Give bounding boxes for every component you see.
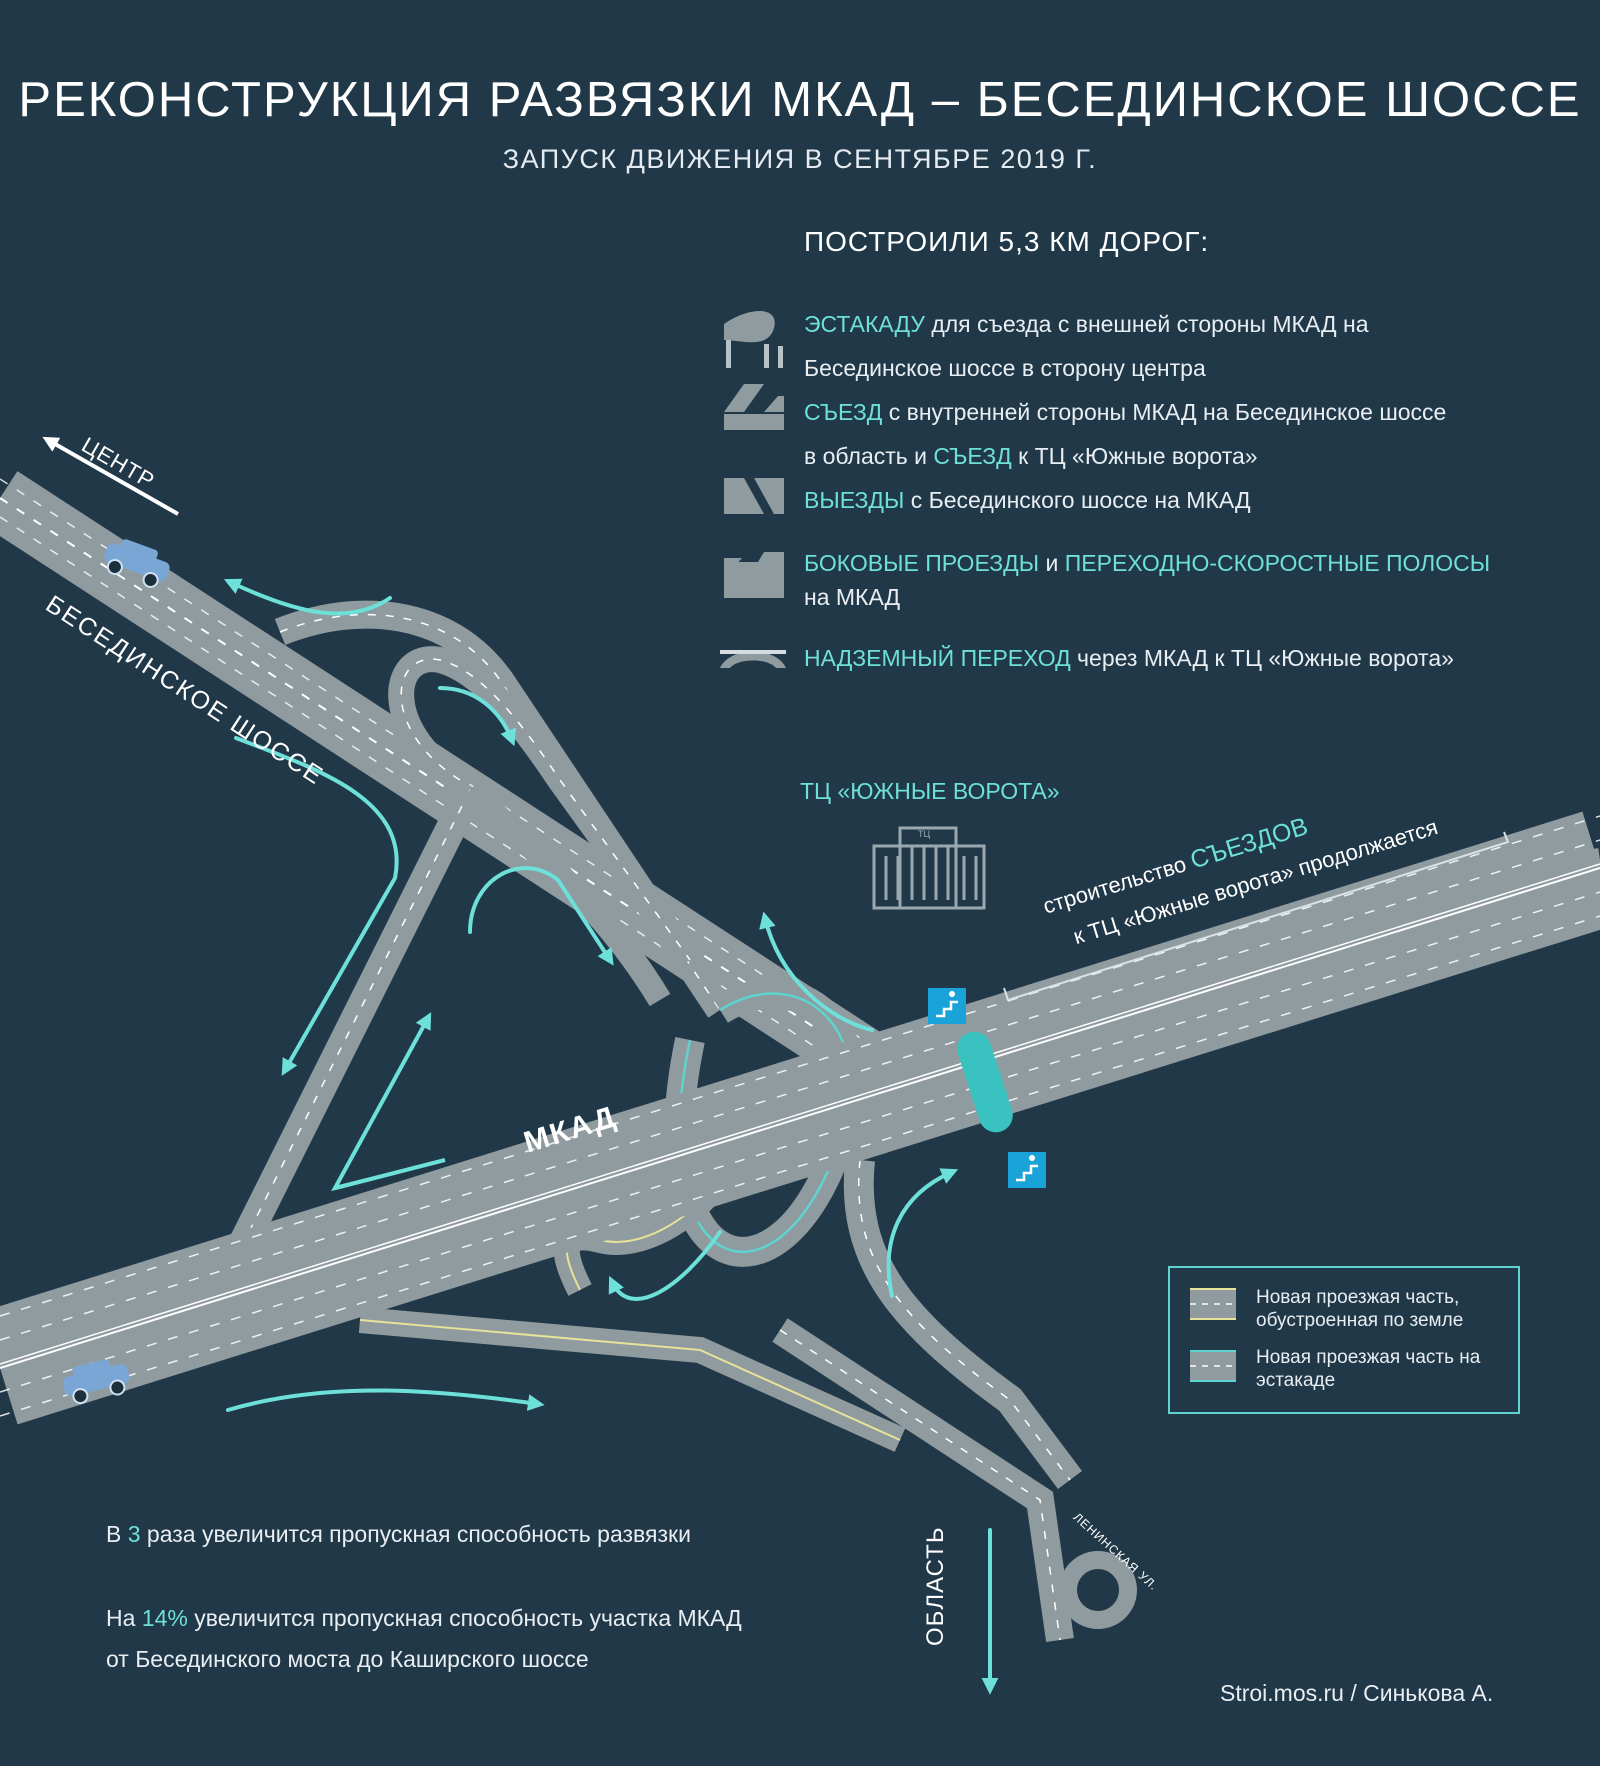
map-key — [1168, 1266, 1520, 1414]
key-overpass-label: Новая проезжая часть на эстакаде — [1256, 1347, 1481, 1391]
side-road-icon — [724, 552, 784, 598]
exit-ramp-icon — [724, 384, 784, 430]
mkad-road — [0, 811, 1600, 1425]
credit-text: Stroi.mos.ru / Синькова А. — [1220, 1680, 1494, 1706]
key-ground-swatch — [1190, 1288, 1236, 1320]
pedestrian-bridge-icon — [720, 650, 786, 668]
center-direction-arrow — [42, 436, 179, 516]
pedestrian-sign-bottom — [1008, 1152, 1046, 1188]
pedestrian-bridge — [957, 1031, 1013, 1133]
entry-ramp-icon — [724, 478, 784, 514]
legend-item-overpass: ЭСТАКАДУ для съезда с внешней стороны МК… — [804, 311, 1369, 381]
legend-item-pedestrian: НАДЗЕМНЫЙ ПЕРЕХОД через МКАД к ТЦ «Южные… — [804, 645, 1454, 671]
stat-capacity-mkad: На 14% увеличится пропускная способность… — [106, 1605, 742, 1672]
car-icon-top — [104, 539, 170, 588]
mall-sign: ТЦ — [918, 829, 931, 839]
construction-bracket — [1003, 831, 1510, 1002]
page-title: РЕКОНСТРУКЦИЯ РАЗВЯЗКИ МКАД – БЕСЕДИНСКО… — [18, 73, 1582, 127]
key-overpass-swatch — [1190, 1350, 1236, 1382]
overpass-icon — [724, 310, 783, 368]
mall-building-icon — [872, 826, 986, 910]
pedestrian-sign-top — [928, 988, 966, 1024]
page-subtitle: ЗАПУСК ДВИЖЕНИЯ В СЕНТЯБРЕ 2019 Г. — [502, 144, 1098, 174]
mall-label: ТЦ «ЮЖНЫЕ ВОРОТА» — [800, 778, 1060, 804]
legend-item-entry: ВЫЕЗДЫ с Бесединского шоссе на МКАД — [804, 487, 1251, 513]
legend-item-exit: СЪЕЗД с внутренней стороны МКАД на Бесед… — [804, 399, 1447, 469]
built-roads-title: ПОСТРОИЛИ 5,3 КМ ДОРОГ: — [804, 226, 1210, 257]
car-icon-bottom — [62, 1359, 130, 1405]
legend-item-side-roads: БОКОВЫЕ ПРОЕЗДЫ и ПЕРЕХОДНО-СКОРОСТНЫЕ П… — [804, 550, 1491, 610]
stat-capacity-interchange: В 3 раза увеличится пропускная способнос… — [106, 1521, 691, 1547]
key-ground-label: Новая проезжая часть, обустроенная по зе… — [1256, 1287, 1464, 1331]
traffic-arrows — [223, 578, 999, 1695]
region-label: ОБЛАСТЬ — [922, 1526, 949, 1646]
